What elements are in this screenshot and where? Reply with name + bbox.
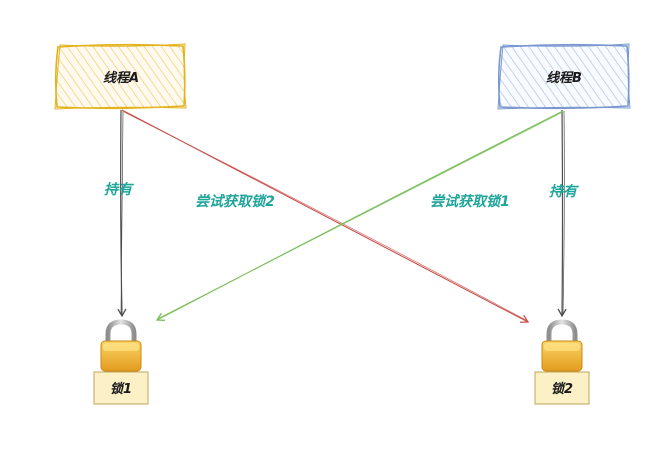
- thread-a-node: 线程A: [54, 43, 187, 110]
- lock-1-node: 锁1: [93, 319, 149, 405]
- edge-b-tries-lock-1: [155, 110, 564, 321]
- edge-a-holds: [117, 109, 127, 318]
- padlock-icon: [541, 319, 583, 372]
- edge-a-tries-lock-2: [121, 109, 530, 323]
- thread-b-label: 线程B: [546, 70, 582, 86]
- lock-1-label: 锁1: [110, 381, 132, 397]
- lock-2-node: 锁2: [534, 319, 590, 405]
- padlock-icon: [100, 319, 142, 372]
- thread-b-node: 线程B: [497, 43, 631, 110]
- edge-label-b-tries: 尝试获取锁1: [430, 193, 510, 210]
- lock-2-label: 锁2: [551, 381, 573, 397]
- edge-label-b-holds: 持有: [549, 183, 579, 200]
- edge-label-a-holds: 持有: [104, 181, 134, 198]
- thread-a-label: 线程A: [103, 70, 139, 86]
- edge-b-holds: [557, 109, 567, 318]
- edge-label-a-tries: 尝试获取锁2: [195, 193, 275, 210]
